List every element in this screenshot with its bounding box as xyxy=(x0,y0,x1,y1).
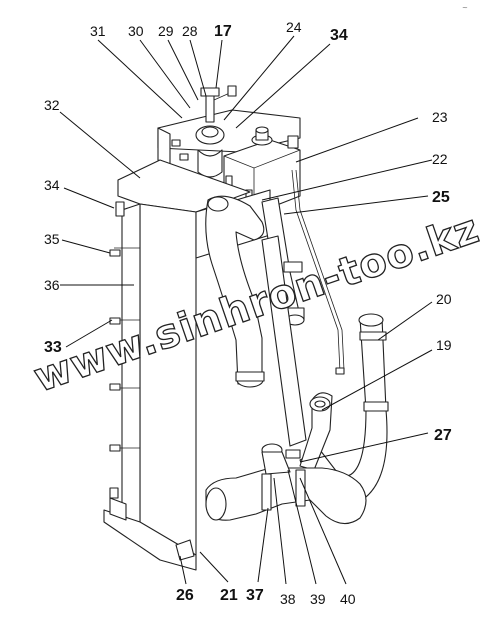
callout-21: 21 xyxy=(220,587,238,604)
callout-35: 35 xyxy=(44,231,60,247)
lower-outlet-hose xyxy=(205,443,367,525)
callout-27: 27 xyxy=(434,427,452,444)
callout-28: 28 xyxy=(182,23,198,39)
callout-34-top: 34 xyxy=(330,27,348,44)
callout-23: 23 xyxy=(432,109,448,125)
callout-19: 19 xyxy=(436,337,452,353)
assembly-drawing xyxy=(103,85,389,571)
breather-line xyxy=(291,169,345,373)
callout-32: 32 xyxy=(44,97,60,113)
callout-34-left: 34 xyxy=(44,177,60,193)
callout-labels: 31 30 29 28 17 24 34 32 23 22 25 34 35 3… xyxy=(44,19,452,607)
callout-40: 40 xyxy=(340,591,356,607)
filler-neck xyxy=(195,85,237,178)
callout-39: 39 xyxy=(310,591,326,607)
callout-22: 22 xyxy=(432,151,448,167)
callout-26: 26 xyxy=(176,587,194,604)
callout-37: 37 xyxy=(246,587,264,604)
callout-36: 36 xyxy=(44,277,60,293)
corner-mark: ~ xyxy=(462,4,468,12)
callout-31: 31 xyxy=(90,23,106,39)
return-hose xyxy=(299,313,389,506)
callout-30: 30 xyxy=(128,23,144,39)
callout-38: 38 xyxy=(280,591,296,607)
callout-29: 29 xyxy=(158,23,174,39)
callout-25: 25 xyxy=(432,189,450,206)
callout-33: 33 xyxy=(44,339,62,356)
lower-tube xyxy=(261,235,307,447)
upper-hose xyxy=(205,195,265,388)
callout-24: 24 xyxy=(286,19,302,35)
callout-20: 20 xyxy=(436,291,452,307)
callout-17: 17 xyxy=(214,23,232,40)
leader-lines xyxy=(59,35,433,585)
